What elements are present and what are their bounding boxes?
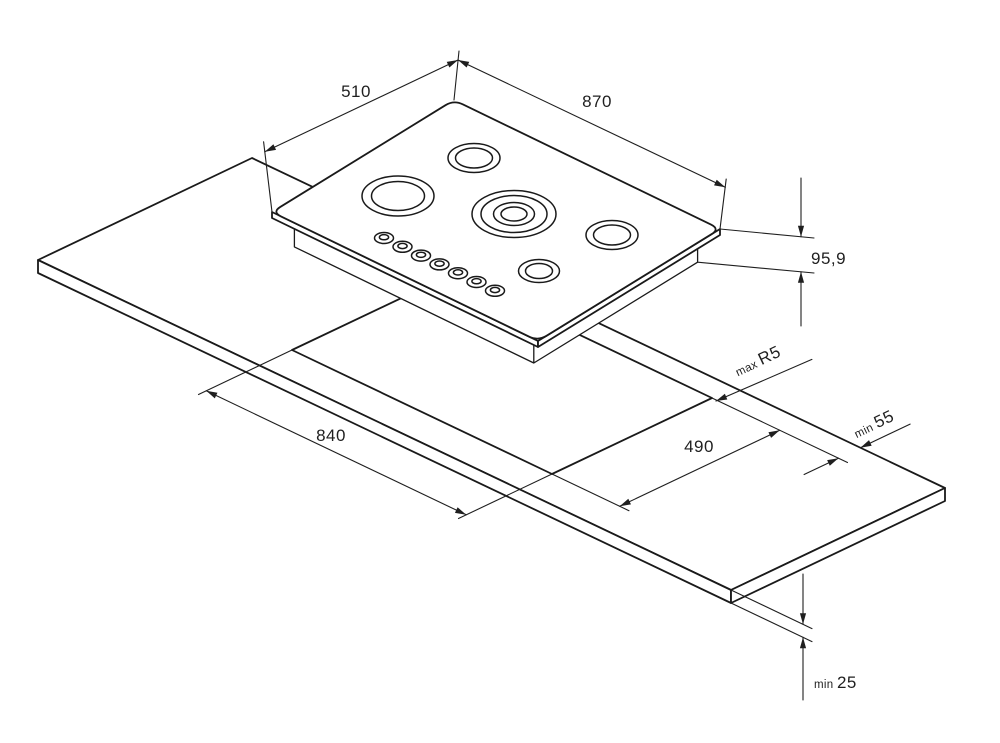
dimension-worktop-thickness-min-25: min 25 — [730, 573, 857, 701]
knob — [429, 258, 450, 271]
knob — [392, 240, 413, 254]
knob — [373, 231, 395, 245]
burner-front-small — [517, 258, 561, 284]
dim-label-min-55: min 55 — [850, 406, 897, 442]
dimension-hob-height-95-9: 95,9 — [697, 177, 846, 327]
knob — [484, 284, 506, 298]
dim-label-min-25: min 25 — [814, 673, 857, 692]
knob — [466, 275, 487, 289]
countertop-right-edge — [730, 487, 946, 604]
knob — [447, 266, 469, 280]
dimension-cutout-length-840: 840 — [197, 349, 553, 520]
dim-label-490: 490 — [684, 437, 714, 456]
dimension-hob-width-870: 870 — [457, 59, 727, 230]
burner-center-wok — [471, 189, 557, 239]
dim-label-840: 840 — [316, 426, 346, 445]
dim-label-870: 870 — [582, 92, 612, 111]
burner-back-center — [447, 142, 501, 174]
countertop-front-edge — [37, 259, 732, 604]
dimension-hob-depth-510: 510 — [263, 50, 460, 213]
knob — [410, 249, 432, 262]
burner-box-outline — [293, 228, 699, 364]
burner-left-large — [361, 175, 435, 217]
dimension-cutout-width-490: 490 — [551, 397, 849, 512]
burner-right — [585, 219, 639, 251]
dim-label-95-9: 95,9 — [811, 249, 846, 268]
dim-label-510: 510 — [341, 82, 371, 101]
dim-label-max-r5: max R5 — [731, 342, 783, 380]
control-knobs — [373, 231, 506, 298]
